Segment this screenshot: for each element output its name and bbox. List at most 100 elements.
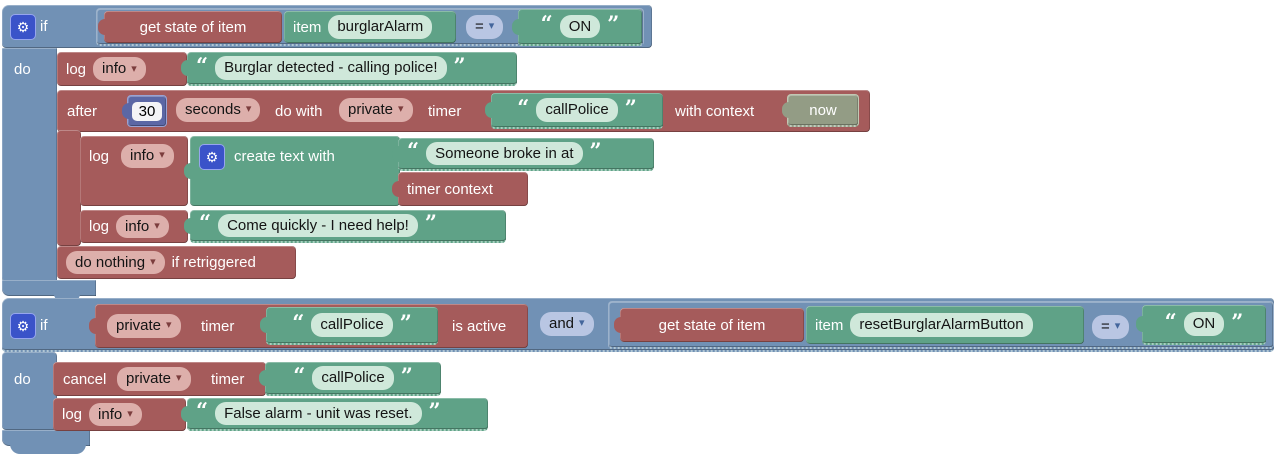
rule1-if-block-spine[interactable] — [2, 48, 57, 282]
rule1-mutator-gear-icon[interactable]: ⚙ — [10, 14, 36, 40]
rule1-if-label: if — [40, 18, 48, 35]
dropdown-arrow-icon: ▾ — [154, 220, 160, 232]
rule2-if-block-spine[interactable] — [2, 352, 57, 430]
log-level-dropdown[interactable]: info ▾ — [93, 57, 146, 81]
log-label: log — [62, 406, 83, 423]
rule2-cancel-timer-name-block[interactable]: “ callPolice ” — [259, 362, 441, 396]
rule2-item-block[interactable]: item resetBurglarAlarmButton — [806, 306, 1084, 344]
log-level-value: info — [98, 405, 123, 423]
log-level-dropdown[interactable]: info ▾ — [121, 144, 174, 168]
item-name-field[interactable]: burglarAlarm — [328, 15, 433, 39]
after-label: after — [67, 102, 98, 120]
string-value-field[interactable]: ON — [1183, 312, 1225, 336]
cancel-timer-block[interactable]: cancel private ▾ timer — [53, 362, 266, 396]
create-text-mutator-gear-icon[interactable]: ⚙ — [199, 144, 225, 170]
rule1-log-create-block[interactable]: log info ▾ — [80, 136, 188, 206]
rule1-after-timer-spine[interactable] — [57, 130, 81, 246]
retrigger-suffix-label: if retriggered — [171, 254, 256, 271]
is-active-label: is active — [452, 317, 507, 335]
log-level-value: info — [125, 217, 150, 235]
string-value: Someone broke in at — [435, 144, 574, 162]
operator-value: = — [475, 18, 484, 35]
create-text-with-block[interactable]: ⚙ create text with — [184, 136, 400, 206]
rule1-string-on-block[interactable]: “ ON ” — [512, 9, 642, 46]
timer-label: timer — [201, 317, 235, 335]
timer-scope-dropdown[interactable]: private ▾ — [339, 98, 413, 122]
string-value: False alarm - unit was reset. — [224, 404, 413, 422]
retrigger-dropdown[interactable]: do nothing ▾ — [66, 250, 165, 275]
gear-glyph: ⚙ — [16, 18, 30, 35]
rule1-string-help-block[interactable]: “ Come quickly - I need help! ” — [184, 210, 506, 243]
number-value: 30 — [138, 102, 156, 120]
timer-is-active-block[interactable]: private ▾ timer “ callPolice ” is active — [89, 304, 528, 348]
quote-close-icon: ” — [1231, 308, 1244, 334]
dropdown-arrow-icon: ▾ — [131, 62, 137, 75]
dropdown-arrow-icon: ▾ — [579, 317, 585, 330]
quote-open-icon: “ — [196, 52, 209, 78]
now-block[interactable]: now — [782, 94, 859, 127]
rule1-if-block-bottom[interactable] — [2, 280, 96, 296]
quote-close-icon: ” — [399, 309, 412, 335]
timer-scope-dropdown[interactable]: private ▾ — [107, 314, 181, 338]
rule1-after-timer-block[interactable]: after 30 seconds ▾ do with private ▾ tim… — [57, 90, 870, 132]
rule2-next-connector — [10, 444, 86, 454]
now-label: now — [809, 101, 837, 119]
dropdown-arrow-icon: ▾ — [176, 372, 182, 385]
string-value-field[interactable]: callPolice — [312, 366, 394, 390]
log-level-value: info — [102, 60, 127, 78]
rule1-item-block[interactable]: item burglarAlarm — [284, 11, 456, 43]
rule2-string-reset-block[interactable]: “ False alarm - unit was reset. ” — [181, 398, 488, 431]
logic-operator-dropdown[interactable]: and ▾ — [540, 312, 594, 336]
rule2-operator-dropdown[interactable]: = ▾ — [1092, 315, 1130, 339]
number-field[interactable]: 30 — [131, 101, 163, 121]
string-value: callPolice — [321, 369, 385, 387]
quote-close-icon: ” — [607, 11, 620, 36]
dropdown-arrow-icon: ▾ — [245, 103, 252, 116]
time-unit-dropdown[interactable]: seconds ▾ — [176, 98, 261, 122]
string-value-field[interactable]: Come quickly - I need help! — [218, 213, 418, 238]
rule1-log-block[interactable]: log info ▾ — [57, 52, 187, 86]
rule1-log-help-block[interactable]: log info ▾ — [80, 210, 188, 243]
rule2-log-block[interactable]: log info ▾ — [53, 398, 186, 431]
rule1-operator-dropdown[interactable]: = ▾ — [466, 15, 504, 39]
quote-close-icon: ” — [400, 362, 413, 388]
string-value-field[interactable]: ON — [559, 14, 601, 39]
rule1-string-someone-block[interactable]: “ Someone broke in at ” — [392, 138, 654, 171]
string-value-field[interactable]: callPolice — [311, 313, 393, 337]
string-value-field[interactable]: False alarm - unit was reset. — [215, 401, 422, 426]
string-value-field[interactable]: callPolice — [536, 98, 618, 122]
rule2-timer-name-block[interactable]: “ callPolice ” — [260, 307, 438, 345]
number-block[interactable]: 30 — [122, 95, 167, 127]
item-name-value: burglarAlarm — [337, 18, 424, 36]
gear-glyph: ⚙ — [16, 317, 30, 334]
quote-open-icon: “ — [293, 362, 306, 388]
rule1-do-label: do — [14, 60, 31, 78]
get-state-label: get state of item — [139, 18, 247, 36]
rule2-string-on-block[interactable]: “ ON ” — [1136, 305, 1266, 345]
string-value: callPolice — [320, 316, 384, 334]
quote-close-icon: ” — [424, 210, 437, 235]
rule1-timer-name-block[interactable]: “ callPolice ” — [485, 93, 663, 129]
log-level-dropdown[interactable]: info ▾ — [116, 214, 169, 239]
quote-close-icon: ” — [453, 52, 466, 78]
cancel-label: cancel — [63, 370, 107, 388]
quote-open-icon: “ — [196, 398, 209, 423]
dropdown-arrow-icon: ▾ — [1114, 320, 1121, 333]
rule1-retrigger-footer[interactable]: do nothing ▾ if retriggered — [57, 246, 296, 279]
rule2-if-block-bottom[interactable] — [2, 430, 90, 446]
with-context-label: with context — [675, 102, 755, 120]
string-value-field[interactable]: Someone broke in at — [426, 141, 583, 166]
quote-close-icon: ” — [589, 138, 602, 163]
timer-scope-dropdown[interactable]: private ▾ — [117, 367, 191, 391]
rule2-mutator-gear-icon[interactable]: ⚙ — [10, 313, 36, 339]
timer-context-block[interactable]: timer context — [392, 172, 528, 206]
rule1-string-burglar-block[interactable]: “ Burglar detected - calling police! ” — [181, 52, 517, 86]
create-text-label: create text with — [234, 147, 335, 165]
item-name-field[interactable]: resetBurglarAlarmButton — [850, 313, 1033, 337]
rule2-get-state-of-item-block[interactable]: get state of item — [614, 308, 804, 342]
log-level-dropdown[interactable]: info ▾ — [89, 402, 142, 427]
string-value-field[interactable]: Burglar detected - calling police! — [215, 56, 447, 80]
quote-open-icon: “ — [407, 138, 420, 163]
rule1-get-state-of-item-block[interactable]: get state of item — [98, 11, 282, 43]
